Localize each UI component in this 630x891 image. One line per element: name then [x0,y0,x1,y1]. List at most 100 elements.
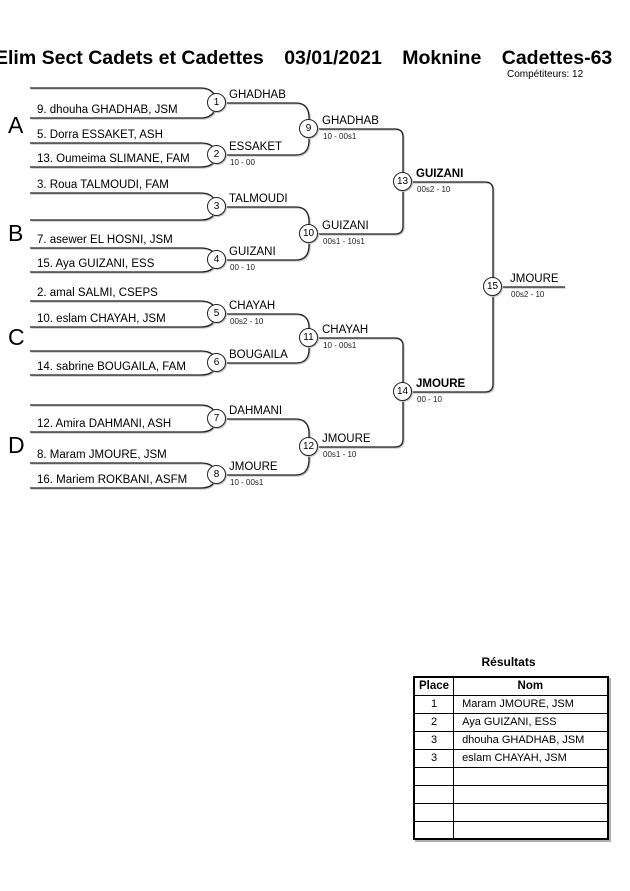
title-event: Elim Sect Cadets et Cadettes [0,47,264,69]
bracket-line [227,338,310,364]
winner-label-6: BOUGAILA [229,349,288,361]
winner-label-13: GUIZANI [416,168,464,180]
match-circle-11: 11 [299,328,318,347]
table-row: 3 dhouha GHADHAB, JSM [413,730,609,750]
result-place: 2 [413,712,455,732]
match-circle-14: 14 [393,382,412,401]
winner-label-4: GUIZANI [229,246,276,258]
results-header-row: Place Nom [413,676,609,696]
table-row [413,784,609,804]
results-col-place: Place [413,676,455,696]
bracket-line [319,182,404,235]
bracket-line [227,102,310,129]
result-place [413,820,455,840]
result-place: 3 [413,748,455,768]
results-col-nom: Nom [453,676,609,696]
match-circle-10: 10 [299,224,318,243]
bracket-line [227,447,310,476]
score-label-2: 10 - 00 [230,158,255,167]
bracket-line [30,206,218,221]
title-date: 03/01/2021 [284,47,382,69]
pool-label-b: B [8,220,24,246]
winner-label-11: CHAYAH [322,324,369,336]
winner-label-7: DAHMANI [229,405,283,417]
table-row: 3 eslam CHAYAH, JSM [413,748,609,768]
competitor-name: 10. eslam CHAYAH, JSM [37,313,166,325]
score-label-10: 00s1 - 10s1 [323,237,365,246]
score-label-13: 00s2 - 10 [417,185,451,194]
score-label-12: 00s1 - 10 [323,450,357,459]
result-name [453,802,609,822]
competitor-name: 2. amal SALMI, CSEPS [37,287,158,299]
bracket-line [412,181,494,287]
bracket-line [227,234,310,261]
match-circle-8: 8 [207,465,226,484]
competitor-name: 5. Dorra ESSAKET, ASH [37,129,163,141]
winner-label-15: JMOURE [510,273,559,285]
title-category: Cadettes-63 [501,47,613,69]
result-name: eslam CHAYAH, JSM [453,748,609,768]
result-name: Aya GUIZANI, ESS [453,712,609,732]
bracket-line [227,206,310,234]
winner-label-10: GUIZANI [322,220,369,232]
match-circle-15: 15 [483,277,502,296]
competitor-name: 14. sabrine BOUGAILA, FAM [37,361,186,373]
table-row: 1 Maram JMOURE, JSM [413,694,609,714]
winner-label-9: GHADHAB [322,115,379,127]
match-circle-9: 9 [299,119,318,138]
winner-label-1: GHADHAB [229,89,286,101]
score-label-8: 10 - 00s1 [230,478,264,487]
score-label-5: 00s2 - 10 [230,317,264,326]
match-circle-3: 3 [207,197,226,216]
match-circle-6: 6 [207,353,226,372]
score-label-11: 10 - 00s1 [323,341,357,350]
match-circle-13: 13 [393,172,412,191]
result-name [453,820,609,840]
match-circle-5: 5 [207,304,226,323]
winner-label-5: CHAYAH [229,300,276,312]
score-label-9: 10 - 00s1 [323,132,357,141]
competitors-count: Compétiteurs: 12 [507,69,584,80]
result-name [453,784,609,804]
competitor-name: 8. Maram JMOURE, JSM [37,449,167,461]
result-place: 3 [413,730,455,750]
bracket-line [30,87,218,104]
pool-label-c: C [8,324,25,350]
result-name [453,766,609,786]
bracket-line [319,337,404,392]
result-place [413,784,455,804]
match-circle-7: 7 [207,409,226,428]
competitor-name: 15. Aya GUIZANI, ESS [37,258,155,270]
bracket-line [30,192,218,208]
result-place: 1 [413,694,455,714]
table-row: 2 Aya GUIZANI, ESS [413,712,609,732]
bracket-line [412,287,494,393]
competitor-name: 9. dhouha GHADHAB, JSM [37,104,178,116]
title-location: Moknine [402,47,482,69]
competitor-name: 13. Oumeima SLIMANE, FAM [37,153,190,165]
result-name: dhouha GHADHAB, JSM [453,730,609,750]
bracket-line [227,129,310,156]
competitor-name: 7. asewer EL HOSNI, JSM [37,234,173,246]
page-title: Elim Sect Cadets et Cadettes 03/01/2021 … [0,47,612,70]
bracket-line [319,128,404,182]
score-label-14: 00 - 10 [417,395,442,404]
match-circle-4: 4 [207,250,226,269]
score-label-4: 00 - 10 [230,263,255,272]
result-name: Maram JMOURE, JSM [453,694,609,714]
winner-label-3: TALMOUDI [229,193,288,205]
bracket-line [319,392,404,448]
score-label-15: 00s2 - 10 [511,290,545,299]
table-row [413,766,609,786]
result-place [413,802,455,822]
bracket-line [227,313,310,338]
bracket-line [227,418,310,447]
winner-label-14: JMOURE [416,378,466,390]
competitor-name: 16. Mariem ROKBANI, ASFM [37,474,188,486]
match-circle-1: 1 [207,93,226,112]
pool-label-d: D [8,432,25,458]
winner-label-2: ESSAKET [229,141,283,153]
pool-label-a: A [8,112,24,138]
results-title: Résultats [481,655,536,669]
